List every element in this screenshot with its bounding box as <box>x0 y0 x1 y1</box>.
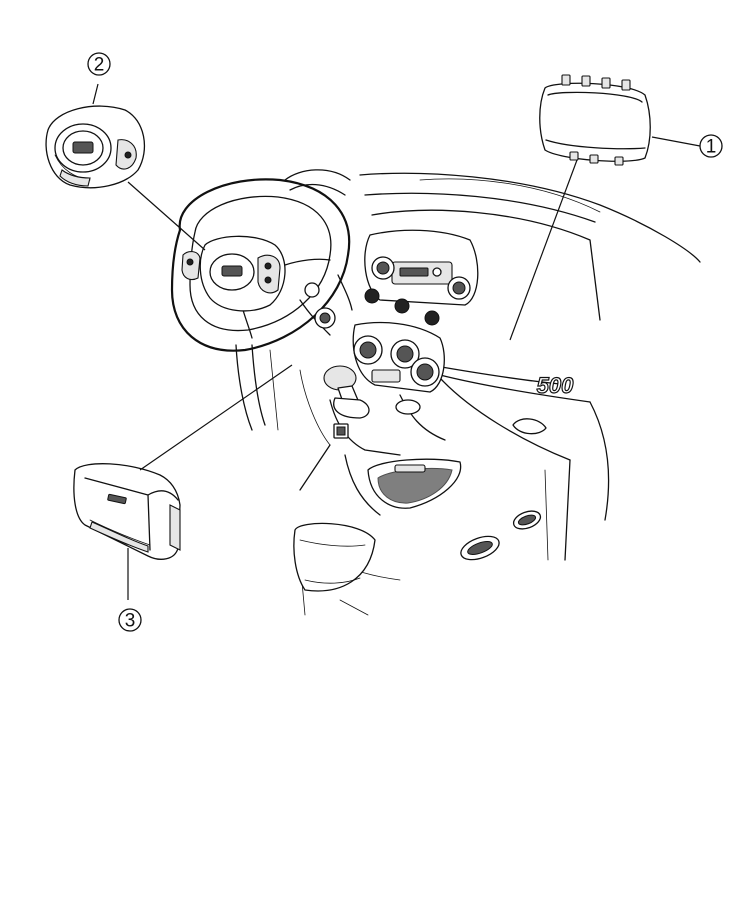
driver-airbag-module <box>45 105 146 189</box>
callout-3-label: 3 <box>125 611 136 632</box>
leader-lines <box>92 83 701 600</box>
callout-2-label: 2 <box>94 55 105 76</box>
driver-airbag-logo <box>72 141 94 154</box>
steering-wheel-logo <box>221 265 243 277</box>
callout-1-label: 1 <box>706 137 717 158</box>
steering-wheel <box>170 169 353 352</box>
callout-3: 3 <box>118 608 142 632</box>
dashboard-assembly: 500 <box>235 172 701 616</box>
passenger-airbag-module <box>539 74 651 166</box>
gear-shifter <box>323 365 370 439</box>
callout-1: 1 <box>699 134 723 158</box>
badge-500-text: 500 <box>537 373 574 398</box>
badge-500: 500 <box>536 372 575 398</box>
passenger-side-vent <box>512 418 547 435</box>
callout-2: 2 <box>87 52 111 76</box>
knee-airbag-logo <box>107 493 127 505</box>
glove-box-net <box>367 458 462 509</box>
knee-airbag-module <box>73 463 181 560</box>
